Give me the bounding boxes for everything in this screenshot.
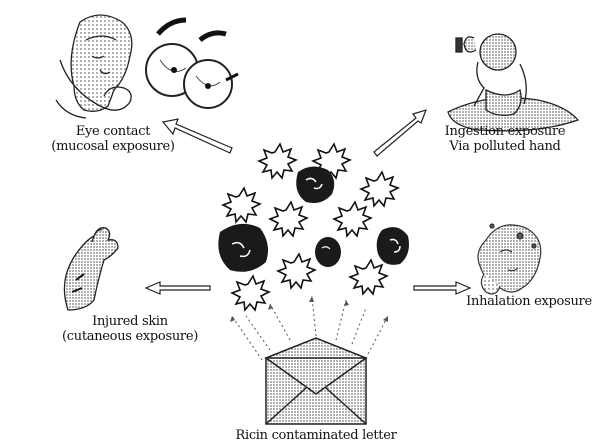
ingestion-figure-icon [448, 34, 578, 131]
label-eye-contact: Eye contact (mucosal exposure) [38, 124, 188, 154]
label-letter-line1: Ricin contaminated letter [226, 428, 406, 443]
label-ingestion: Ingestion exposure Via polluted hand [420, 124, 590, 154]
label-injured-skin-line2: (cutaneous exposure) [40, 329, 220, 344]
label-eye-contact-line2: (mucosal exposure) [38, 139, 188, 154]
inhalation-figure-icon [478, 224, 541, 294]
label-ingestion-line1: Ingestion exposure [420, 124, 590, 139]
eyes-icon [146, 20, 238, 108]
label-letter: Ricin contaminated letter [226, 428, 406, 443]
injured-arm-icon [64, 228, 118, 310]
label-inhalation: Inhalation exposure [454, 294, 604, 309]
label-injured-skin: Injured skin (cutaneous exposure) [40, 314, 220, 344]
eye-contact-figure-icon [56, 15, 132, 118]
label-injured-skin-line1: Injured skin [40, 314, 220, 329]
envelope-icon [266, 338, 366, 424]
label-inhalation-line1: Inhalation exposure [454, 294, 604, 309]
label-ingestion-line2: Via polluted hand [420, 139, 590, 154]
label-eye-contact-line1: Eye contact [38, 124, 188, 139]
